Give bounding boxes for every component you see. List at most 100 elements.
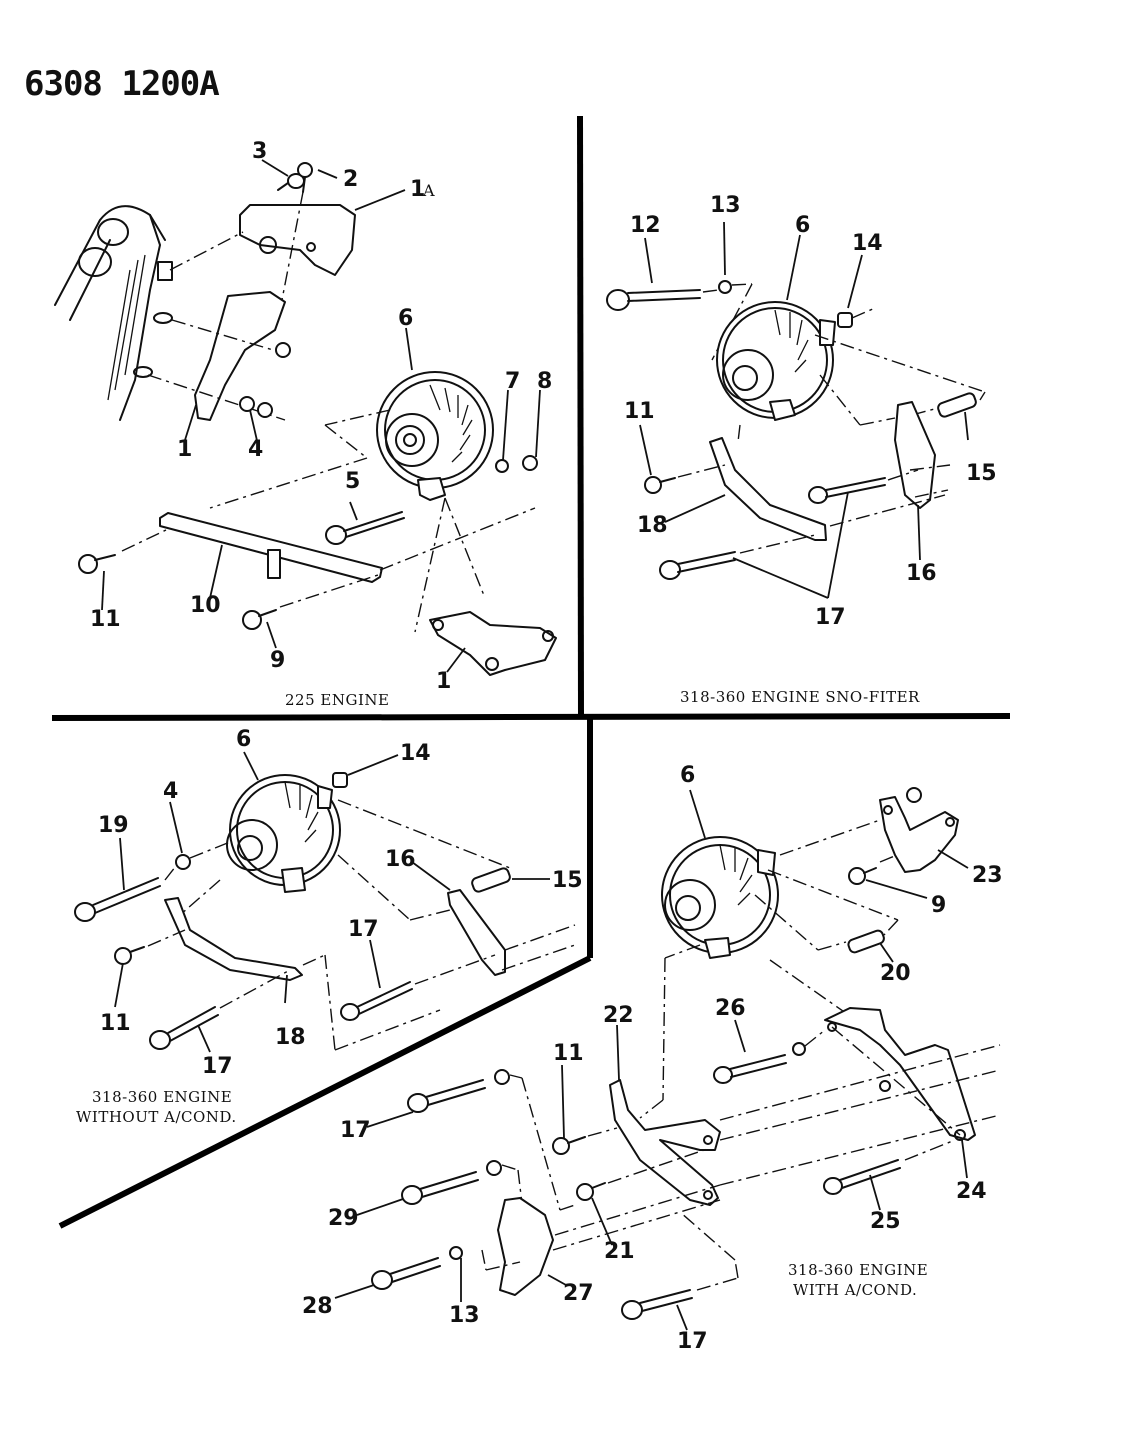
alternator-6-drawing (226, 774, 341, 893)
spacer-20-drawing (847, 929, 885, 954)
callout-10: 10 (190, 593, 221, 618)
bolt-2-drawing (297, 162, 313, 193)
bracket-1-lower-drawing (429, 611, 557, 676)
document-id: 6308 1200A (24, 64, 219, 104)
divider-horizontal (51, 713, 1011, 721)
callout-3: 3 (252, 139, 267, 164)
washer-13-drawing (718, 280, 732, 294)
callout-5: 5 (345, 469, 360, 494)
callout-14: 14 (400, 741, 431, 766)
bolt-11-drawing (644, 476, 676, 494)
bolt-11-drawing (114, 946, 145, 965)
washer-7-drawing (495, 459, 509, 473)
callout-21: 21 (604, 1239, 635, 1264)
nut-drawing (257, 402, 273, 418)
callout-23: 23 (972, 863, 1003, 888)
callout-12: 12 (630, 213, 661, 238)
panel-without-acond: 6 14 4 19 16 15 17 11 18 17 318-360 ENGI… (74, 727, 583, 1126)
bracket-24-drawing (824, 1007, 976, 1141)
caption-225-engine: 225 ENGINE (285, 691, 389, 709)
bracket-16-drawing (447, 889, 506, 976)
callout-6: 6 (236, 727, 251, 752)
spacer-15-drawing (937, 392, 977, 418)
callout-9: 9 (270, 648, 285, 673)
panel-with-acond: 6 23 9 20 22 26 11 17 24 29 21 25 28 13 … (302, 763, 1003, 1354)
bolt-17-drawing (808, 477, 886, 504)
caption-without-acond-line1: 318-360 ENGINE (92, 1088, 232, 1106)
callout-27: 27 (563, 1281, 594, 1306)
callout-16: 16 (385, 847, 416, 872)
callout-11: 11 (100, 1011, 131, 1036)
callout-18: 18 (275, 1025, 306, 1050)
nut-drawing (906, 787, 922, 803)
callout-16: 16 (906, 561, 937, 586)
callout-17: 17 (202, 1054, 233, 1079)
callout-24: 24 (956, 1179, 987, 1204)
divider-diagonal (58, 955, 592, 1229)
callout-15: 15 (966, 461, 997, 486)
callout-1a-suffix: A (422, 181, 435, 200)
callout-4: 4 (163, 779, 178, 804)
strap-18-drawing (164, 897, 303, 981)
divider-vertical-top (577, 115, 584, 718)
bolt-5-drawing (325, 511, 405, 545)
panel-sno-fiter: 12 13 6 14 11 15 18 16 17 318-360 ENGINE… (606, 193, 997, 706)
caption-with-acond-line2: WITH A/COND. (793, 1281, 917, 1299)
bolt-11-drawing (78, 554, 116, 574)
washer-drawing (486, 1160, 502, 1176)
callout-25: 25 (870, 1209, 901, 1234)
bracket-1-upper-drawing (194, 291, 286, 421)
callout-4: 4 (248, 437, 263, 462)
nut-drawing (275, 342, 291, 358)
washer-drawing (494, 1069, 510, 1085)
callout-1a: 1 (410, 177, 425, 202)
callout-14: 14 (852, 231, 883, 256)
alternator-6-drawing (661, 836, 779, 959)
strap-18-drawing (709, 437, 827, 541)
engine-block-drawing (54, 205, 173, 421)
callout-17: 17 (677, 1329, 708, 1354)
callout-6: 6 (795, 213, 810, 238)
alternator-6-drawing (716, 301, 836, 421)
bolt-11-drawing (552, 1136, 586, 1155)
callout-11: 11 (553, 1041, 584, 1066)
bolt-3-drawing (277, 173, 305, 191)
callout-19: 19 (98, 813, 129, 838)
callout-13: 13 (449, 1303, 480, 1328)
callout-20: 20 (880, 961, 911, 986)
spacer-14-drawing (837, 312, 853, 328)
callout-7: 7 (505, 369, 520, 394)
strap-10-drawing (159, 512, 383, 583)
bolt-26-drawing (713, 1054, 787, 1084)
callout-1-lower: 1 (436, 669, 451, 694)
washer-drawing (792, 1042, 806, 1056)
bolt-29-drawing (401, 1171, 479, 1205)
bolt-21-drawing (576, 1182, 606, 1201)
bracket-1a-drawing (239, 204, 356, 276)
caption-sno-fiter: 318-360 ENGINE SNO-FITER (680, 688, 920, 706)
callout-13: 13 (710, 193, 741, 218)
callout-11: 11 (90, 607, 121, 632)
bolt-9-drawing (242, 609, 277, 630)
callout-18: 18 (637, 513, 668, 538)
bolt-17-drawing (149, 1006, 219, 1050)
washer-4-drawing (239, 396, 255, 412)
bolt-9-drawing (848, 867, 877, 885)
callout-11: 11 (624, 399, 655, 424)
alternator-6-drawing (376, 371, 494, 501)
bracket-27-drawing (497, 1197, 554, 1296)
washer-4-drawing (175, 854, 191, 870)
callout-17: 17 (340, 1118, 371, 1143)
bolt-17-drawing (659, 551, 736, 580)
bracket-23-drawing (879, 796, 959, 873)
callout-2: 2 (343, 167, 358, 192)
bolt-17-drawing (407, 1079, 486, 1113)
panel-225-engine: 3 2 1 A 6 7 8 1 4 5 11 10 9 1 225 ENGINE (54, 139, 557, 709)
callout-15: 15 (552, 868, 583, 893)
callout-22: 22 (603, 1003, 634, 1028)
caption-with-acond-line1: 318-360 ENGINE (788, 1261, 928, 1279)
washer-13-drawing (449, 1246, 463, 1260)
bracket-22-drawing (609, 1079, 721, 1206)
nut-8-drawing (522, 455, 538, 471)
